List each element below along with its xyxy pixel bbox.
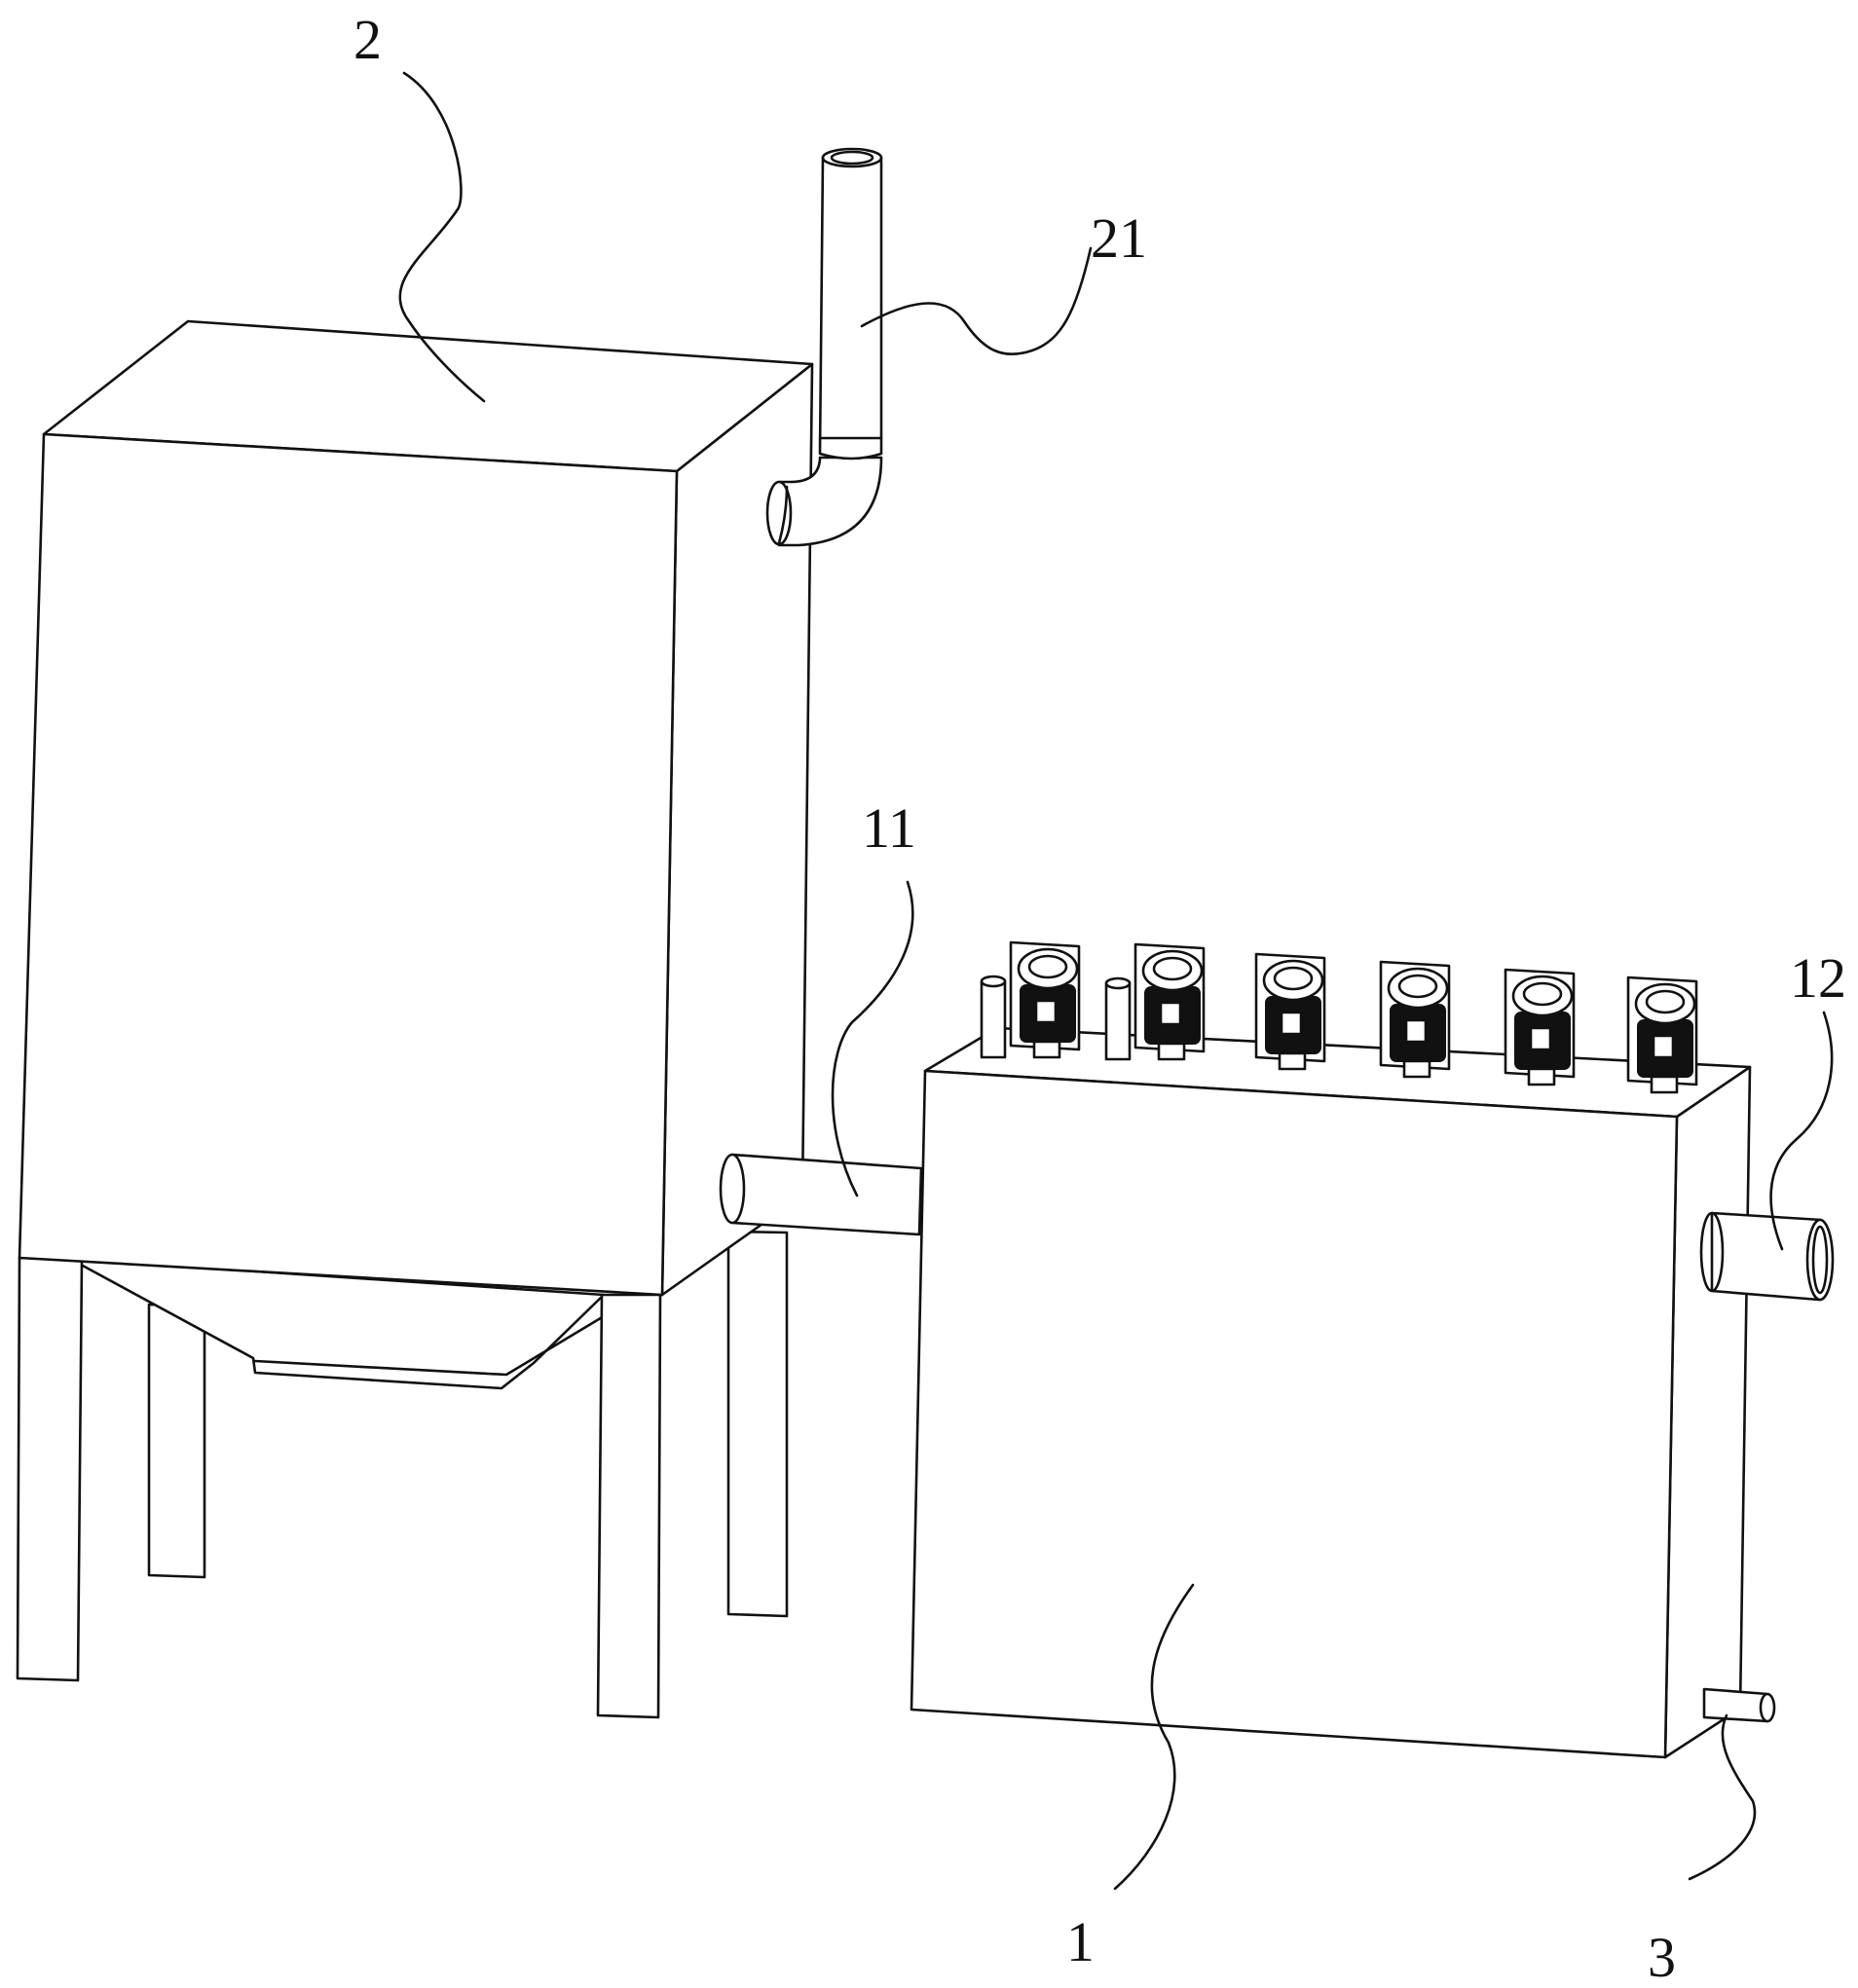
box-front-face: [910, 1069, 1679, 1759]
drain-valve: [1702, 1687, 1776, 1723]
separator-box: [910, 1026, 1752, 1759]
outlet-pipe-opening: [1805, 1218, 1835, 1302]
inlet-pipe: [719, 1153, 923, 1236]
leader-line-12: [1769, 1011, 1834, 1251]
inlet-pipe-body: [730, 1153, 923, 1236]
tank-leg-back-left: [147, 1303, 206, 1579]
motor-unit: [1254, 952, 1326, 1071]
leader-line-3: [1688, 1713, 1757, 1881]
tank-leg-front-right: [596, 1293, 662, 1719]
vent-pipe-elbow: [777, 456, 883, 547]
tank-leg-back-right: [726, 1230, 789, 1618]
tank-front-face: [18, 432, 679, 1297]
vent-pipe: [765, 147, 883, 547]
label-21: 21: [1091, 206, 1147, 270]
leader-line-2: [398, 71, 486, 403]
motor-unit: [980, 940, 1081, 1059]
settling-tank: [16, 319, 814, 1719]
drain-valve-body: [1702, 1687, 1769, 1723]
label-12: 12: [1790, 946, 1846, 1010]
label-1: 1: [1066, 1910, 1095, 1973]
inlet-pipe-end: [719, 1153, 746, 1225]
motor-unit: [1504, 968, 1576, 1086]
drain-valve-end: [1759, 1692, 1776, 1723]
outlet-pipe: [1699, 1211, 1835, 1302]
leader-line-21: [860, 246, 1093, 355]
leader-line-1: [1113, 1583, 1195, 1891]
leader-lines: [398, 71, 1834, 1891]
leader-line-11: [831, 880, 914, 1197]
motor-unit: [1104, 942, 1206, 1061]
motor-unit: [1626, 976, 1698, 1094]
tank-leg-front-left: [16, 1256, 84, 1682]
label-2: 2: [353, 8, 382, 71]
label-11: 11: [862, 796, 916, 860]
box-side-face: [1663, 1065, 1752, 1759]
outlet-pipe-body: [1710, 1211, 1823, 1302]
motor-unit: [1379, 960, 1451, 1079]
motor-row: [980, 940, 1698, 1094]
label-3: 3: [1648, 1926, 1676, 1988]
vent-pipe-riser: [818, 156, 883, 460]
